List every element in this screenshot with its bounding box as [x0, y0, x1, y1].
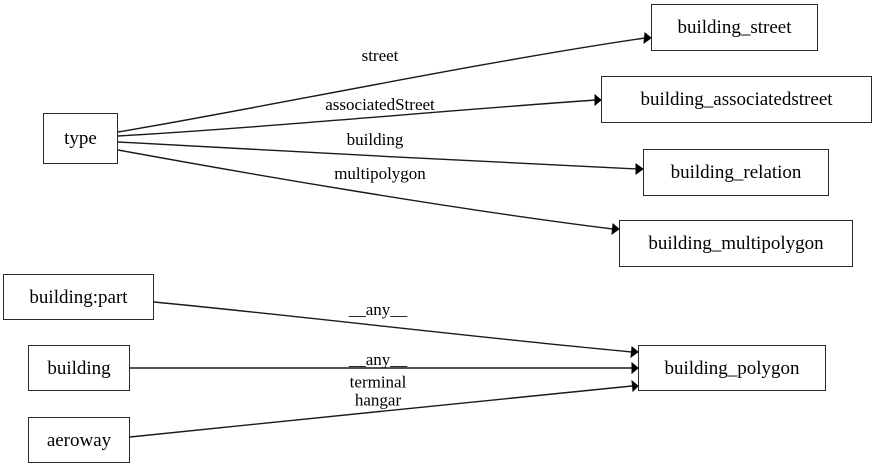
- edge-type-building_multipolygon: [117, 149, 620, 236]
- node-building-multipolygon[interactable]: building_multipolygon: [619, 220, 853, 267]
- edge-type-building_associatedstreet: [117, 93, 602, 137]
- node-type[interactable]: type: [43, 113, 118, 164]
- node-aeroway[interactable]: aeroway: [28, 417, 130, 463]
- edge-type-building_relation: [117, 141, 644, 175]
- node-building-associatedstreet[interactable]: building_associatedstreet: [601, 76, 872, 123]
- node-building-street[interactable]: building_street: [651, 4, 818, 51]
- node-building-polygon[interactable]: building_polygon: [638, 345, 826, 391]
- edge-building_part-building_polygon: [153, 301, 639, 359]
- node-building-relation[interactable]: building_relation: [643, 149, 829, 196]
- edge-building-building_polygon: [130, 361, 639, 375]
- node-building[interactable]: building: [28, 345, 130, 391]
- node-building-part[interactable]: building:part: [3, 274, 154, 320]
- edge-type-building_street: [117, 32, 652, 133]
- edge-aeroway-building_polygon: [129, 379, 639, 438]
